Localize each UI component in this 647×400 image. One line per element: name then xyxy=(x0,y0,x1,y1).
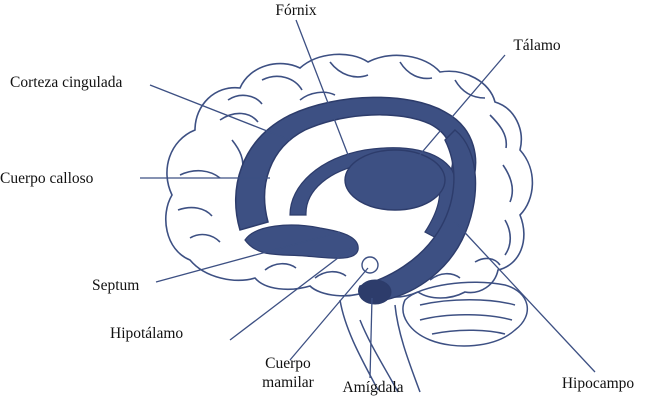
amygdala-shape xyxy=(358,279,392,305)
leader-hipotalamo xyxy=(229,244,356,341)
label-hipocampo: Hipocampo xyxy=(562,375,635,392)
label-septum: Septum xyxy=(92,277,139,294)
leader-amigdala xyxy=(369,297,373,379)
label-hipotalamo: Hipotálamo xyxy=(110,325,183,342)
thalamus-shape xyxy=(344,149,446,211)
label-talamo: Tálamo xyxy=(513,37,561,54)
leader-talamo xyxy=(399,54,506,179)
cerebellum-outline xyxy=(402,281,529,347)
leader-fornix xyxy=(295,19,351,161)
leader-cuerpo xyxy=(289,267,369,361)
label-corteza: Corteza cingulada xyxy=(10,74,122,91)
label-cuerpo-line1: Cuerpo xyxy=(265,355,311,372)
callosum-stripe xyxy=(266,119,441,203)
cortex-outline xyxy=(165,53,534,299)
leader-septum xyxy=(155,231,341,283)
label-cuerpo-line2: mamilar xyxy=(262,374,314,391)
label-calloso: Cuerpo calloso xyxy=(0,170,94,187)
leader-corteza xyxy=(149,84,291,141)
mammillary-body-shape xyxy=(361,256,379,274)
brainstem-outline xyxy=(339,299,421,393)
label-amigdala: Amígdala xyxy=(342,379,403,396)
labels: Fórnix Tálamo Corteza cingulada Cuerpo c… xyxy=(0,2,634,396)
leader-lines xyxy=(140,19,596,379)
leader-hipocampo xyxy=(454,221,596,373)
label-fornix: Fórnix xyxy=(275,2,317,19)
